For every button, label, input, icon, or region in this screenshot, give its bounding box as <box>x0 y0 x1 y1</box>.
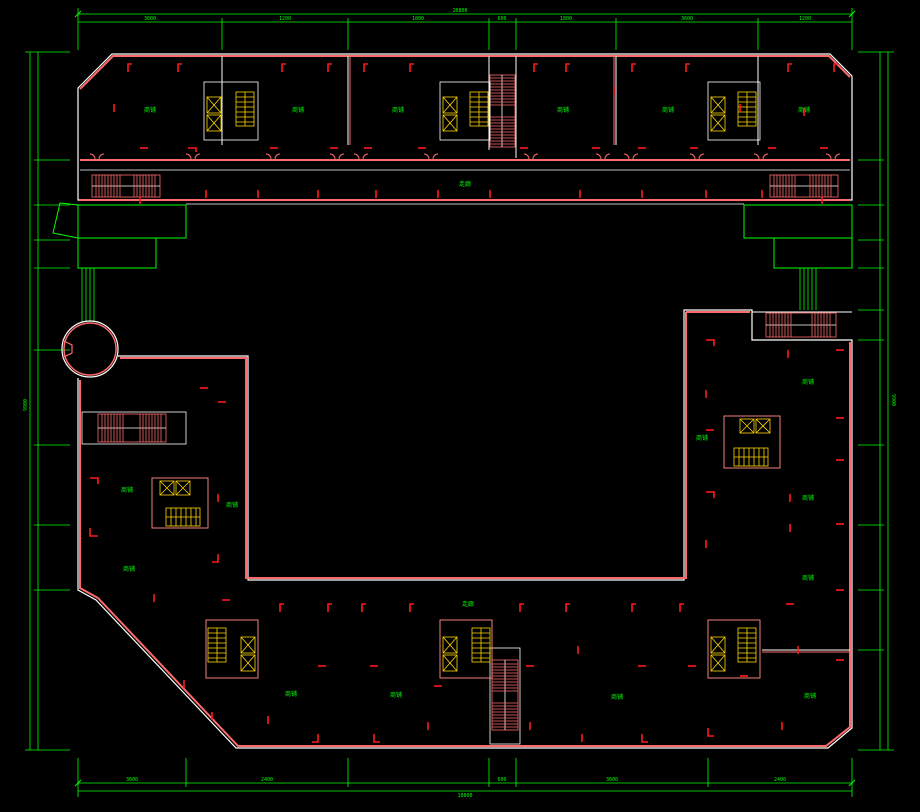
core-bottom-right <box>707 619 761 679</box>
room-label-top-3: 商铺 <box>392 106 404 114</box>
room-label-right-3: 商铺 <box>802 494 814 502</box>
elevator-icon <box>151 81 781 679</box>
room-label-right-4: 商铺 <box>802 574 814 582</box>
door-swing-icon <box>89 153 841 160</box>
room-label-bottom-2: 商铺 <box>390 691 402 699</box>
stair-top-center <box>489 74 516 148</box>
core-top-left <box>203 81 259 141</box>
core-top-right <box>707 81 761 141</box>
room-label-top-1: 商铺 <box>144 106 156 114</box>
stair-left-wing <box>81 411 187 445</box>
room-label-bottom-4: 商铺 <box>804 692 816 700</box>
stair-icon <box>81 74 839 745</box>
top-dim-7: 1200 <box>799 16 811 22</box>
room-label-bottom-1: 商铺 <box>285 690 297 698</box>
core-bottom-center <box>439 619 493 679</box>
core-right-wing <box>723 415 781 469</box>
outer-walls <box>52 53 853 749</box>
right-total-dimension: 9900 <box>890 394 896 406</box>
bottom-dim-5: 2400 <box>774 777 786 783</box>
room-label-left-2: 商铺 <box>226 501 238 509</box>
core-top-center <box>439 81 491 141</box>
stair-right-corridor <box>769 174 839 198</box>
room-label-left-3: 商铺 <box>123 565 135 573</box>
dimension-labels: 10800 3600 1200 1800 600 1800 3600 1200 … <box>23 8 896 799</box>
dimension-lines <box>25 8 894 797</box>
bottom-dim-3: 600 <box>497 777 506 783</box>
room-label-top-4: 商铺 <box>557 106 569 114</box>
core-left-wing <box>151 477 209 529</box>
room-label-top-5: 商铺 <box>662 106 674 114</box>
top-dim-6: 3600 <box>681 16 693 22</box>
bottom-dim-4: 3600 <box>606 777 618 783</box>
top-dim-3: 1800 <box>412 16 424 22</box>
corridor-label-bottom: 走廊 <box>462 600 474 608</box>
stair-bottom-center <box>489 647 521 745</box>
left-total-dimension: 9900 <box>23 399 29 411</box>
top-dim-2: 1200 <box>279 16 291 22</box>
room-label-top-6: 商铺 <box>798 106 810 114</box>
bottom-dim-2: 2400 <box>261 777 273 783</box>
column-marker-icon <box>89 63 844 743</box>
room-label-top-2: 商铺 <box>292 106 304 114</box>
top-dim-4: 600 <box>497 16 506 22</box>
room-label-right-2: 商铺 <box>696 434 708 442</box>
top-dim-1: 3600 <box>144 16 156 22</box>
bottom-total-dimension: 10800 <box>457 793 472 799</box>
top-total-dimension: 10800 <box>452 8 467 14</box>
stair-right-wing <box>765 312 837 338</box>
room-label-right-1: 商铺 <box>802 378 814 386</box>
room-labels: 商铺 商铺 商铺 商铺 商铺 商铺 走廊 商铺 商铺 商铺 商铺 商铺 商铺 商… <box>121 106 816 701</box>
bottom-dim-1: 3600 <box>126 777 138 783</box>
corridor-label-top: 走廊 <box>459 180 471 188</box>
top-dim-5: 1800 <box>560 16 572 22</box>
room-label-bottom-3: 商铺 <box>611 693 623 701</box>
stair-left-corridor <box>91 174 161 198</box>
core-bottom-left <box>205 619 259 679</box>
room-label-left-1: 商铺 <box>121 486 133 494</box>
